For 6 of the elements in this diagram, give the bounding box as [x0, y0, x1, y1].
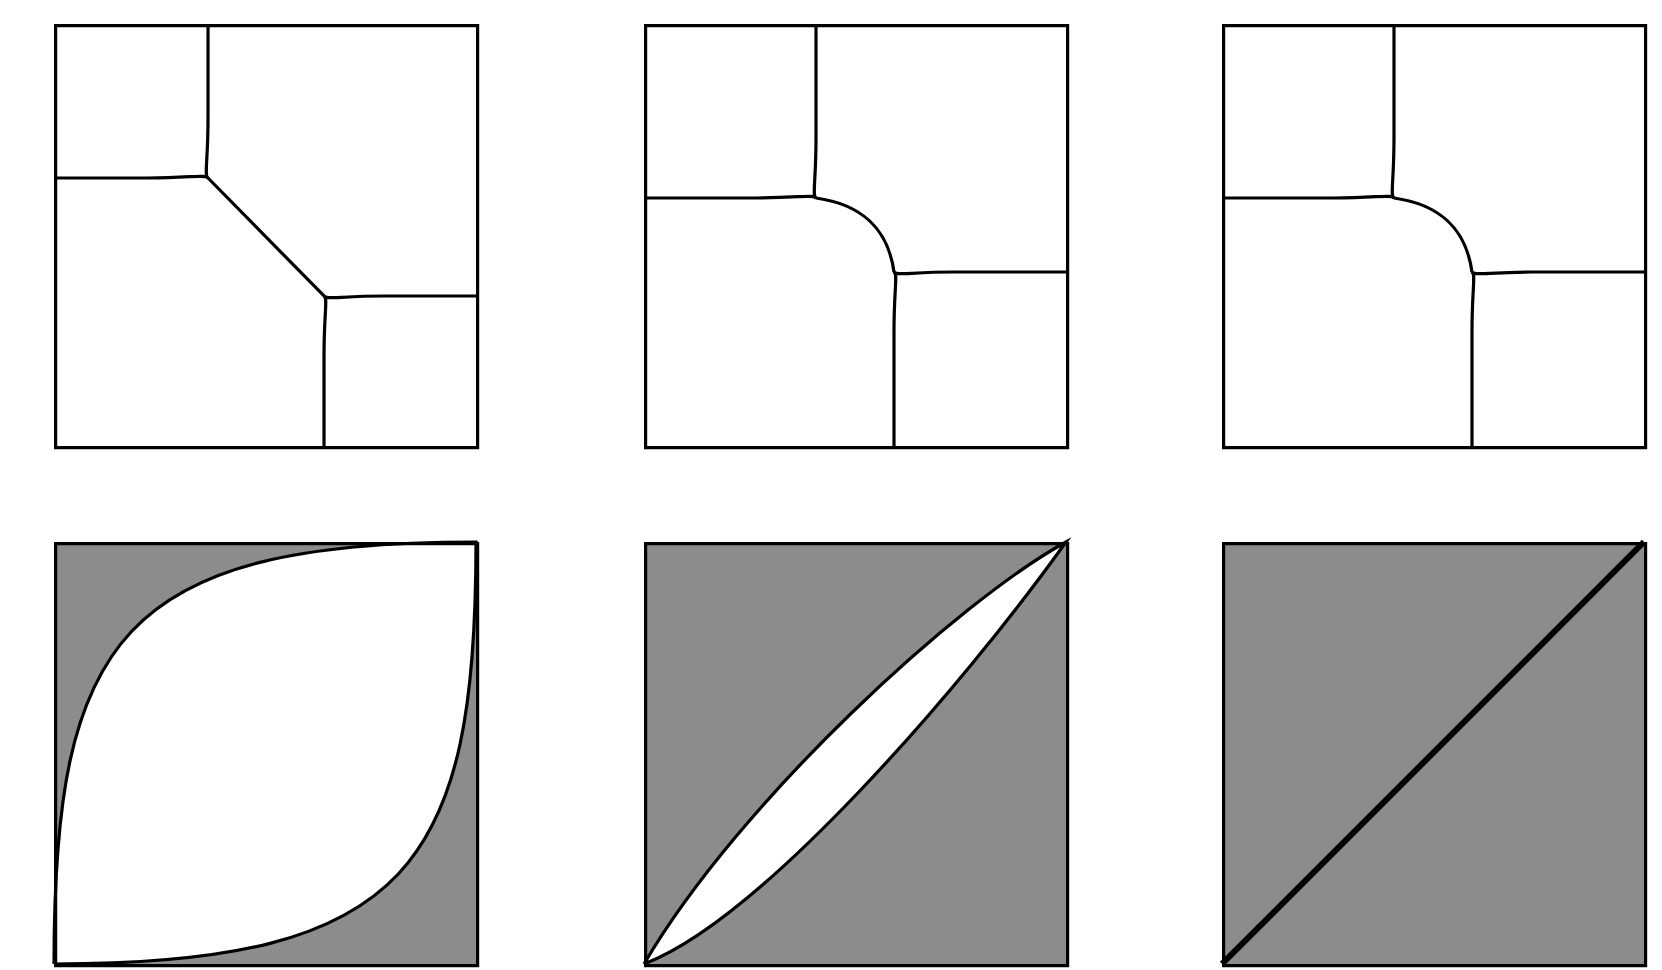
region-panel-drawing	[1219, 539, 1648, 968]
region-panel-drawing	[642, 540, 1070, 968]
curve-panel-drawing	[1222, 24, 1648, 450]
curve-panel-drawing	[644, 24, 1070, 450]
region-panel-drawing	[52, 540, 480, 968]
curve-panel-drawing	[54, 24, 480, 450]
